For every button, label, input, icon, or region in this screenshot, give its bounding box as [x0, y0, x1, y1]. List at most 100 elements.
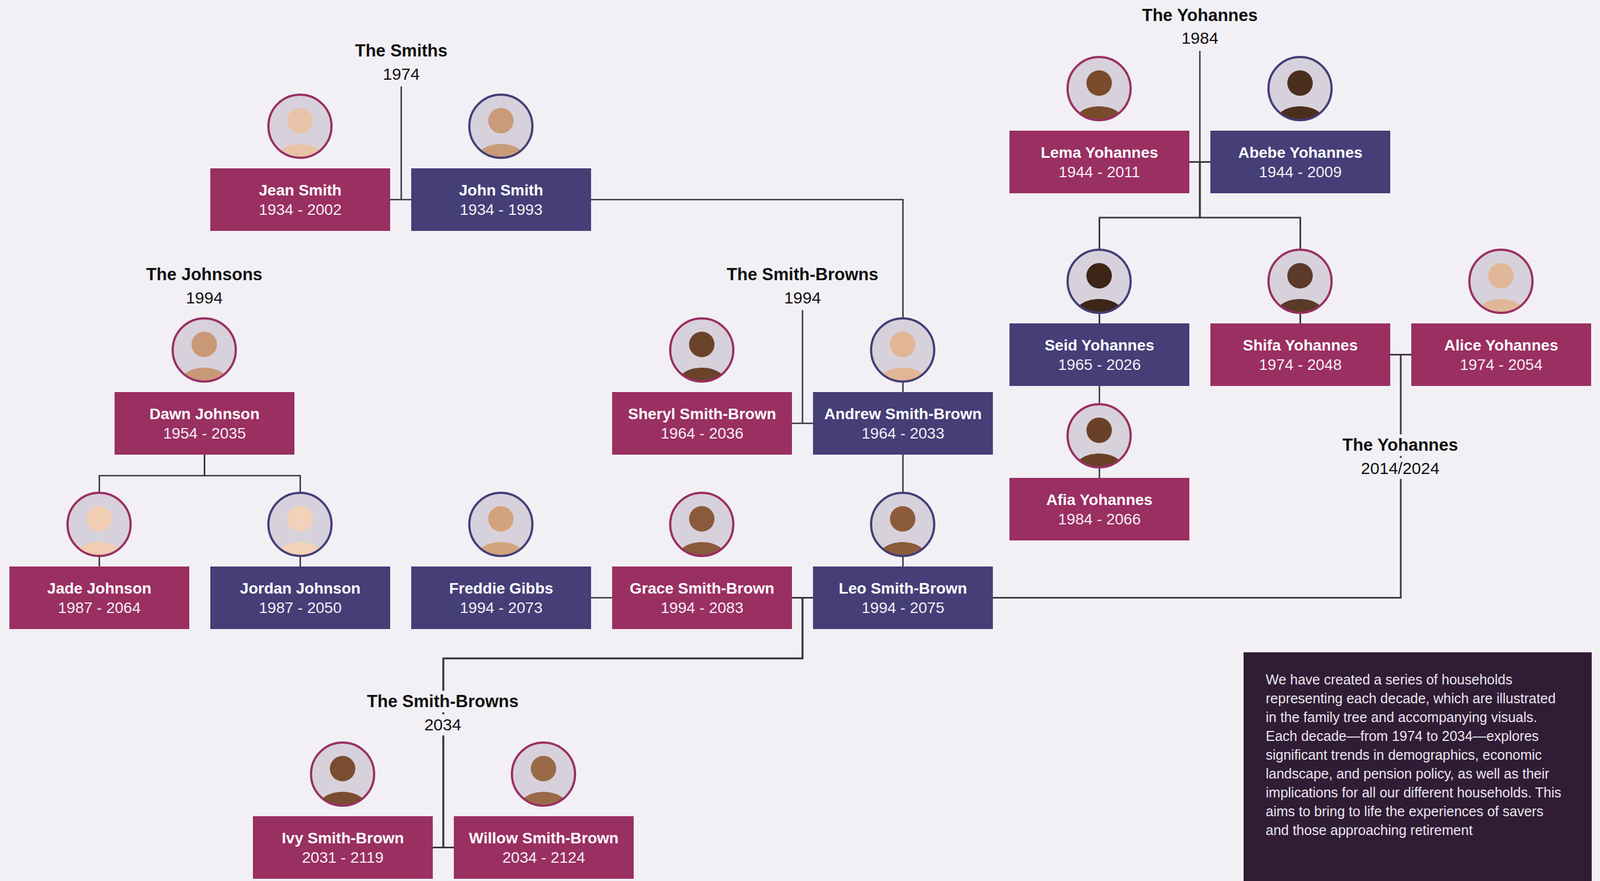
person-name: Leo Smith-Brown: [839, 578, 968, 598]
person-box: Alice Yohannes1974 - 2054: [1411, 323, 1592, 386]
family-line: [992, 354, 1401, 598]
photo-ring: [1067, 57, 1131, 121]
life-years: 2034 - 2124: [502, 847, 585, 867]
photo-ring: [172, 318, 236, 382]
person-name: Jordan Johnson: [240, 578, 361, 598]
group-heading: The Smith-Browns: [362, 690, 524, 712]
photo-ring: [1268, 249, 1332, 313]
life-years: 1944 - 2009: [1259, 162, 1342, 182]
person-box: Andrew Smith-Brown1964 - 2033: [813, 391, 993, 455]
group-heading: The Smiths: [350, 39, 452, 62]
group-heading: The Smith-Browns: [722, 263, 883, 286]
group-year: 1994: [779, 287, 826, 309]
life-years: 1954 - 2035: [163, 423, 246, 443]
family-line: [443, 597, 814, 848]
life-years: 1987 - 2064: [58, 597, 141, 618]
photo-ring: [268, 492, 332, 556]
photo-ring: [469, 94, 533, 158]
life-years: 1974 - 2048: [1259, 354, 1342, 375]
group-year: 1974: [378, 63, 425, 85]
person-name: Afia Yohannes: [1046, 489, 1153, 510]
life-years: 1944 - 2011: [1058, 162, 1141, 182]
person-name: Abebe Yohannes: [1238, 142, 1363, 163]
life-years: 1994 - 2075: [861, 597, 945, 618]
leader-line: [801, 309, 804, 423]
note-text: We have created a series of households r…: [1265, 669, 1570, 840]
person-box: Leo Smith-Brown1994 - 2075: [813, 566, 993, 629]
life-years: 1987 - 2050: [259, 597, 342, 618]
family-line: [992, 354, 1412, 598]
family-line: [432, 597, 814, 848]
portrait-photo: [67, 492, 131, 559]
photo-ring: [268, 94, 332, 158]
life-years: 1994 - 2073: [459, 597, 543, 618]
person-box: Jade Johnson1987 - 2064: [9, 566, 190, 629]
life-years: 1994 - 2083: [660, 597, 744, 618]
person-box: Afia Yohannes1984 - 2066: [1009, 477, 1190, 541]
group-heading: The Yohannes: [1337, 433, 1463, 456]
person-name: Ivy Smith-Brown: [281, 827, 405, 848]
person-box: Jordan Johnson1987 - 2050: [210, 566, 391, 629]
person-box: Seid Yohannes1965 - 2026: [1009, 323, 1190, 386]
person-name: Dawn Johnson: [149, 404, 260, 424]
life-years: 1934 - 1993: [459, 199, 543, 220]
photo-ring: [1469, 249, 1533, 313]
life-years: 1964 - 2033: [861, 423, 945, 443]
person-name: Grace Smith-Brown: [629, 578, 775, 598]
person-name: Sheryl Smith-Brown: [628, 404, 777, 424]
photo-ring: [670, 492, 734, 556]
person-name: Willow Smith-Brown: [468, 827, 619, 848]
portrait-photo: [1067, 249, 1131, 316]
portrait-photo: [871, 318, 935, 385]
photo-ring: [871, 318, 935, 382]
group-year: 1984: [1177, 27, 1224, 49]
photo-ring: [311, 742, 375, 806]
family-line: [432, 597, 803, 848]
note-box: We have created a series of households r…: [1243, 651, 1592, 881]
photo-ring: [670, 318, 734, 382]
portrait-photo: [172, 318, 236, 385]
life-years: 1964 - 2036: [660, 423, 744, 443]
person-box: Shifa Yohannes1974 - 2048: [1210, 323, 1391, 386]
portrait-photo: [469, 94, 533, 161]
portrait-photo: [1067, 57, 1131, 123]
person-box: Grace Smith-Brown1994 - 2083: [612, 566, 792, 629]
person-name: Shifa Yohannes: [1243, 335, 1358, 355]
portrait-photo: [268, 94, 332, 161]
group-heading: The Yohannes: [1137, 4, 1262, 27]
group-year: 1994: [181, 287, 228, 309]
life-years: 1934 - 2002: [259, 199, 342, 220]
family-line: [591, 596, 613, 599]
portrait-photo: [1268, 57, 1332, 123]
photo-ring: [1067, 404, 1131, 468]
person-box: Willow Smith-Brown2034 - 2124: [453, 815, 634, 879]
photo-ring: [511, 742, 576, 806]
portrait-photo: [1067, 404, 1131, 470]
person-name: Lema Yohannes: [1040, 142, 1158, 163]
person-box: John Smith1934 - 1993: [411, 168, 592, 231]
life-years: 2031 - 2119: [302, 847, 384, 867]
person-name: Jean Smith: [259, 180, 342, 200]
portrait-photo: [469, 492, 533, 559]
portrait-photo: [871, 492, 935, 559]
portrait-photo: [1268, 249, 1332, 316]
life-years: 1965 - 2026: [1058, 354, 1141, 375]
person-name: Freddie Gibbs: [448, 578, 553, 598]
portrait-photo: [268, 492, 332, 559]
portrait-photo: [311, 742, 375, 809]
family-line: [591, 199, 904, 393]
person-box: Jean Smith1934 - 2002: [210, 168, 391, 231]
family-line: [443, 597, 803, 848]
photo-ring: [871, 492, 935, 556]
portrait-photo: [511, 742, 576, 809]
person-box: Lema Yohannes1944 - 2011: [1009, 130, 1190, 194]
leader-line: [1199, 50, 1201, 162]
life-years: 1974 - 2054: [1459, 354, 1543, 375]
group-year: 2034: [420, 713, 466, 735]
portrait-photo: [1469, 249, 1533, 316]
person-box: Freddie Gibbs1994 - 2073: [411, 566, 592, 629]
group-year: 2014/2024: [1356, 457, 1444, 479]
person-box: Sheryl Smith-Brown1964 - 2036: [612, 391, 792, 455]
portrait-photo: [670, 492, 734, 559]
